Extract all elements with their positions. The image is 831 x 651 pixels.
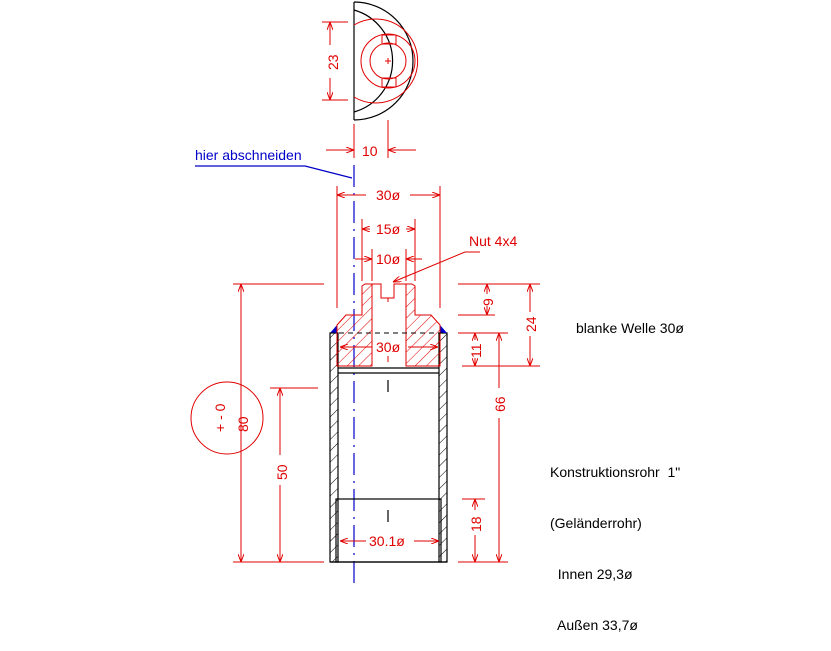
tube-note: Konstruktionsrohr 1" (Geländerrohr) Inne… <box>550 430 680 651</box>
cut-label: hier abschneiden <box>195 147 302 163</box>
tube-note-line: Innen 29,3ø <box>550 566 633 582</box>
dim-30-label: 30ø <box>376 187 401 203</box>
dim-23-label: 23 <box>325 54 341 70</box>
tube-note-line: Außen 33,7ø <box>550 617 638 633</box>
dim-80-label: 80 <box>235 416 251 432</box>
diameter-dimensions: 30ø 15ø 10ø Nut 4x4 <box>336 186 517 308</box>
tube-note-line: (Geländerrohr) <box>550 515 642 531</box>
dimension-23: 23 <box>322 21 348 101</box>
nut-label: Nut 4x4 <box>469 233 517 249</box>
dim-50-label: 50 <box>274 464 290 480</box>
technical-drawing: 23 10 hier abschneiden <box>190 1 540 585</box>
dim-10d-label: 10ø <box>376 251 401 267</box>
dim-15-label: 15ø <box>376 221 401 237</box>
tolerance-label: + - 0 <box>212 403 228 432</box>
plug-d-label: 30ø <box>376 339 401 355</box>
right-dimensions: 9 24 11 66 18 30.1ø <box>340 283 540 563</box>
dim-10-label: 10 <box>362 143 378 159</box>
shaft-note: blanke Welle 30ø <box>576 320 684 336</box>
left-dimensions: 50 80 + - 0 <box>190 283 324 563</box>
dim-9-label: 9 <box>480 298 496 306</box>
dimension-10: 10 <box>326 120 416 159</box>
top-view: 23 10 <box>322 1 419 159</box>
plug-section: 30ø <box>330 283 447 367</box>
dim-18-label: 18 <box>468 516 484 532</box>
tube-section <box>329 325 448 563</box>
dim-24-label: 24 <box>523 316 539 332</box>
insert-d-label: 30.1ø <box>369 533 405 549</box>
cut-annotation: hier abschneiden <box>195 147 353 179</box>
dim-11-label: 11 <box>468 343 484 358</box>
tube-note-line: Konstruktionsrohr 1" <box>550 464 681 480</box>
bottom-insert <box>335 498 442 563</box>
dim-66-label: 66 <box>492 396 508 412</box>
